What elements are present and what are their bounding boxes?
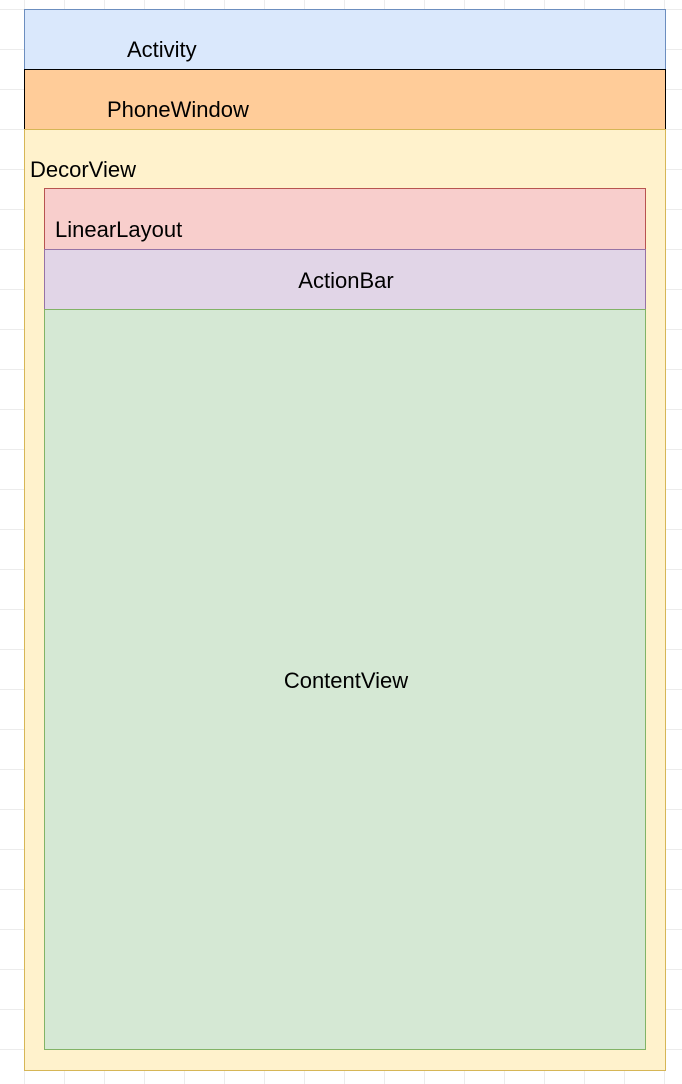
action-bar-label: ActionBar (298, 268, 394, 293)
action-bar-box[interactable]: ActionBar (44, 249, 646, 310)
content-view-label: ContentView (283, 668, 409, 693)
linear-layout-label: LinearLayout (55, 217, 183, 242)
activity-box[interactable] (24, 9, 666, 70)
content-view-box[interactable]: ContentView (44, 309, 646, 1050)
activity-label: Activity (127, 37, 197, 62)
decor-view-label: DecorView (30, 157, 136, 182)
phone-window-label: PhoneWindow (107, 97, 249, 122)
